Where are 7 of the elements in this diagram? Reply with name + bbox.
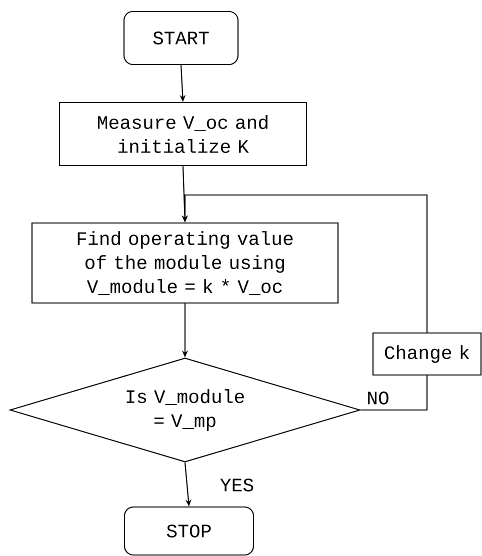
terminal-box: STOP <box>124 506 254 556</box>
process-box: Measure V_oc and initialize K <box>58 102 308 166</box>
terminal-box: START <box>123 10 239 66</box>
edge-label: YES <box>218 478 256 492</box>
edge-label: NO <box>366 390 390 406</box>
process-box: Change k <box>372 332 482 376</box>
process-box: Find operating value of the module using V_module = k * V_oc <box>31 222 339 304</box>
